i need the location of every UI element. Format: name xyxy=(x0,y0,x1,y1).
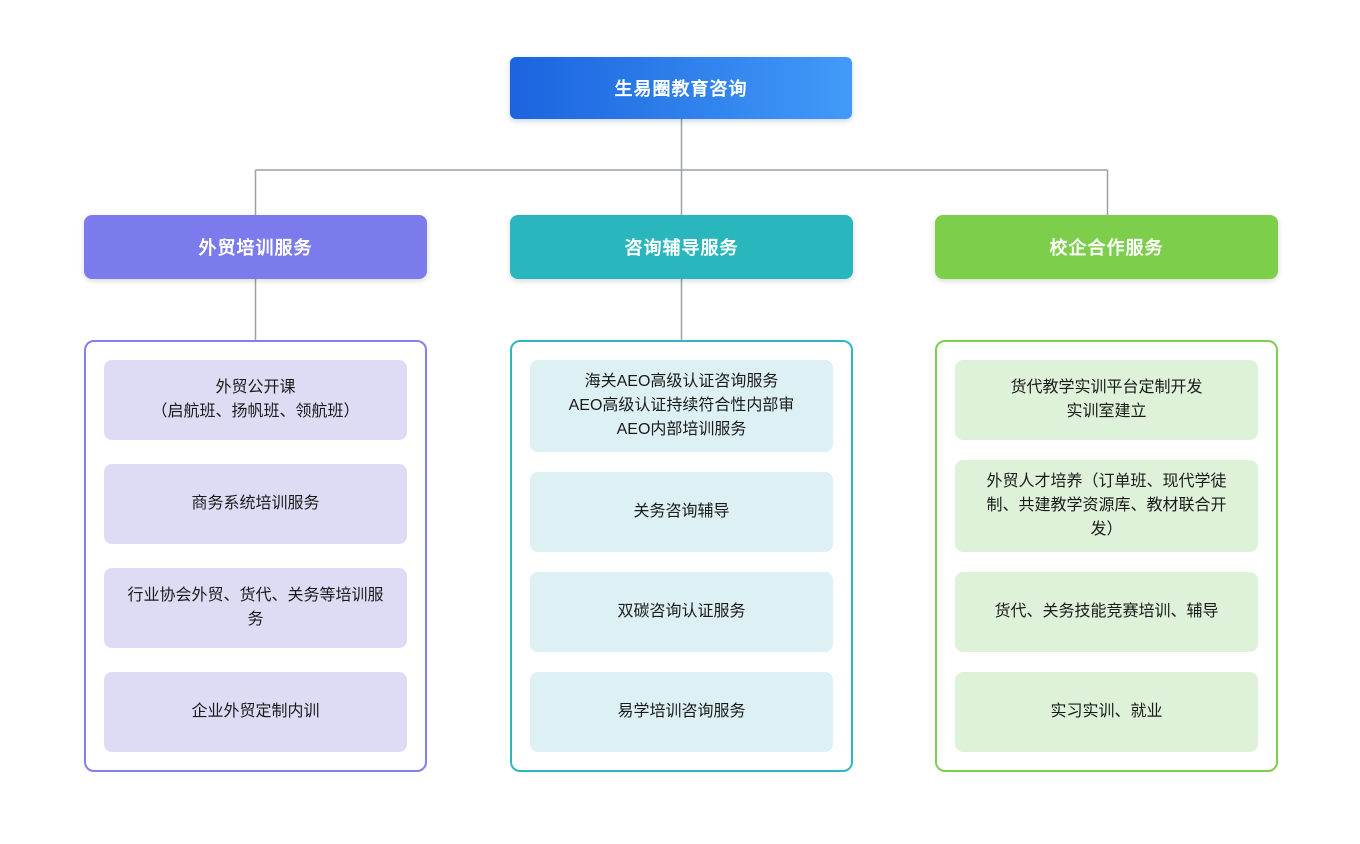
column-panel: 外贸公开课 （启航班、扬帆班、领航班） 商务系统培训服务 行业协会外贸、货代、关… xyxy=(84,340,427,772)
column-header: 校企合作服务 xyxy=(935,215,1278,279)
column-panel: 货代教学实训平台定制开发 实训室建立 外贸人才培养（订单班、现代学徒制、共建教学… xyxy=(935,340,1278,772)
leaf-node: 货代教学实训平台定制开发 实训室建立 xyxy=(955,360,1258,440)
leaf-node: 企业外贸定制内训 xyxy=(104,672,407,752)
leaf-node: 货代、关务技能竞赛培训、辅导 xyxy=(955,572,1258,652)
leaf-node: 易学培训咨询服务 xyxy=(530,672,833,752)
leaf-node: 海关AEO高级认证咨询服务 AEO高级认证持续符合性内部审 AEO内部培训服务 xyxy=(530,360,833,452)
leaf-node: 行业协会外贸、货代、关务等培训服务 xyxy=(104,568,407,648)
leaf-node: 外贸公开课 （启航班、扬帆班、领航班） xyxy=(104,360,407,440)
leaf-node: 双碳咨询认证服务 xyxy=(530,572,833,652)
leaf-node: 商务系统培训服务 xyxy=(104,464,407,544)
leaf-node: 实习实训、就业 xyxy=(955,672,1258,752)
column-panel: 海关AEO高级认证咨询服务 AEO高级认证持续符合性内部审 AEO内部培训服务 … xyxy=(510,340,853,772)
leaf-node: 关务咨询辅导 xyxy=(530,472,833,552)
column-header: 咨询辅导服务 xyxy=(510,215,853,279)
root-node: 生易圈教育咨询 xyxy=(510,57,852,119)
leaf-node: 外贸人才培养（订单班、现代学徒制、共建教学资源库、教材联合开发） xyxy=(955,460,1258,552)
column-header: 外贸培训服务 xyxy=(84,215,427,279)
